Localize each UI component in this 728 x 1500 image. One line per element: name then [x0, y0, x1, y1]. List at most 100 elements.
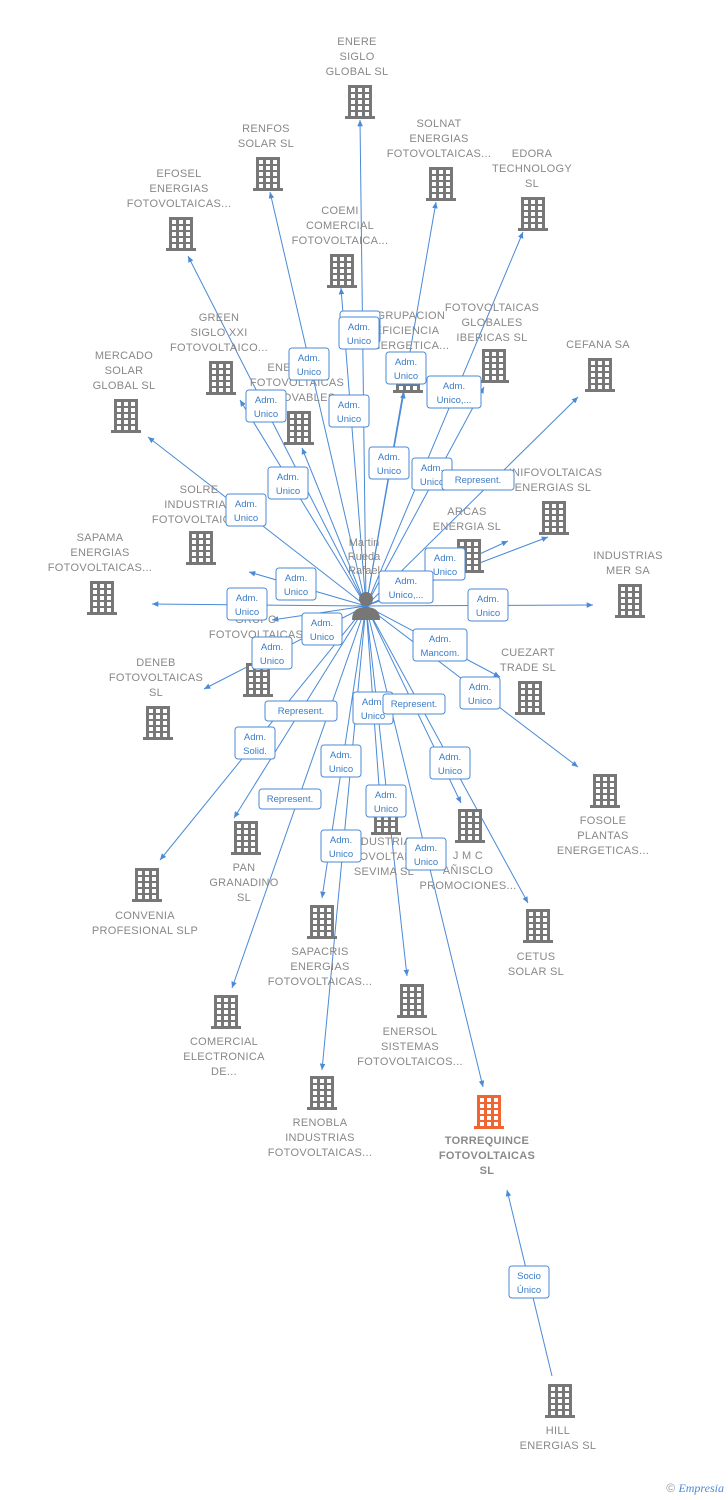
company-name-line: HILL	[546, 1425, 570, 1437]
company-name-line: EFOSEL	[156, 168, 201, 180]
edge-label-grupo_foto[interactable]: Adm.Unico	[301, 612, 343, 646]
company-node-sapama[interactable]: SAPAMAENERGIASFOTOVOLTAICAS...	[48, 532, 152, 615]
building-icon	[307, 905, 337, 939]
company-node-coemi[interactable]: COEMICOMERCIALFOTOVOLTAICA...	[292, 205, 389, 288]
edge-label-text: Unico	[235, 607, 259, 618]
edge-labels-layer: Adm.UnicoAdm.UnicoAdm.UnicoAdm.Unico,...…	[225, 310, 550, 1299]
company-node-efosel[interactable]: EFOSELENERGIASFOTOVOLTAICAS...	[127, 168, 231, 251]
edge-label-edora[interactable]: Adm.Unico,...	[426, 375, 482, 409]
company-name-line: ELECTRONICA	[183, 1051, 265, 1063]
company-name-line: FOTOVOLTAICAS	[152, 514, 246, 526]
edge-label-box	[288, 347, 330, 381]
edge-label-sapacris[interactable]: Adm.Unico	[320, 744, 362, 778]
person-icon	[352, 592, 380, 620]
company-node-renobla[interactable]: RENOBLAINDUSTRIASFOTOVOLTAICAS...	[268, 1076, 372, 1159]
edge-label-box	[338, 316, 380, 350]
edge-label-solre[interactable]: Adm.Unico	[275, 567, 317, 601]
company-name-line: SOLNAT	[417, 118, 462, 130]
edge-label-unifoto[interactable]: Adm.Unico,...	[378, 570, 434, 604]
edge-label-cetus[interactable]: Represent.	[382, 693, 446, 715]
company-name-line: FOTOVOLTAICAS...	[387, 148, 491, 160]
edge-label-cuezart[interactable]: Adm.Mancom.	[412, 628, 468, 662]
edge-label-torrequince[interactable]: Adm.Unico	[405, 837, 447, 871]
edge-label-pan[interactable]: Represent.	[264, 700, 338, 722]
edge-label-efosel[interactable]: Adm.Unico	[245, 389, 287, 423]
company-node-comercial[interactable]: COMERCIALELECTRONICADE...	[183, 995, 265, 1078]
company-name-line: SIGLO XXI	[190, 327, 247, 339]
building-icon	[211, 995, 241, 1029]
company-name-line: SOLAR SL	[238, 138, 294, 150]
edge-label-solnat[interactable]: Adm.Unico	[385, 351, 427, 385]
edge-label-convenia[interactable]: Adm.Solid.	[234, 726, 276, 760]
edge-label-renobla[interactable]: Adm.Unico	[320, 829, 362, 863]
edge-label-text: Unico	[329, 849, 353, 860]
edge-label-coemi[interactable]: Adm.Unico	[338, 316, 380, 350]
person-name-line: Rueda	[348, 551, 381, 563]
edge-label-comercial[interactable]: Represent.	[258, 788, 322, 810]
edge-label-text: Adm.	[434, 553, 456, 564]
edge-label-energias_renov[interactable]: Adm.Unico	[328, 394, 370, 428]
edge-label-text: Unico	[310, 632, 334, 643]
edge-label-green[interactable]: Adm.Unico	[267, 466, 309, 500]
edge-label-text: Unico	[374, 804, 398, 815]
company-node-cefana[interactable]: CEFANA SA	[566, 339, 630, 392]
company-node-fosole[interactable]: FOSOLEPLANTASENERGETICAS...	[557, 774, 649, 857]
edge-label-deneb[interactable]: Adm.Unico	[251, 636, 293, 670]
edge-label-text: Unico	[337, 414, 361, 425]
edge-label-renfos[interactable]: Adm.Unico	[288, 347, 330, 381]
company-name-line: RENFOS	[242, 123, 290, 135]
company-node-jmc[interactable]: J M CAÑISCLOPROMOCIONES...	[419, 809, 516, 892]
edge-label-text: Unico,...	[437, 395, 472, 406]
company-name-line: INDUSTRIAS	[164, 499, 234, 511]
edge-label-text: Adm.	[261, 642, 283, 653]
building-icon	[474, 1095, 504, 1129]
company-node-solnat[interactable]: SOLNATENERGIASFOTOVOLTAICAS...	[387, 118, 491, 201]
person-name-line: Rafael	[348, 565, 380, 577]
edge-label-mercado[interactable]: Adm.Unico	[225, 493, 267, 527]
edge-label-arcas[interactable]: Adm.Unico	[424, 547, 466, 581]
company-name-line: GLOBAL SL	[326, 66, 389, 78]
edge-label-text: Adm.	[395, 576, 417, 587]
edge-label-text: Único	[517, 1285, 541, 1296]
edge-label-text: Represent.	[278, 706, 324, 717]
company-node-enersol[interactable]: ENERSOLSISTEMASFOTOVOLTAICOS...	[357, 984, 463, 1068]
edge-label-box	[382, 693, 446, 715]
edge-label-box	[424, 547, 466, 581]
brand-logo[interactable]: Empresia	[678, 1481, 724, 1495]
edge-label-jmc[interactable]: Adm.Unico	[429, 746, 471, 780]
building-icon	[111, 399, 141, 433]
edge-label-agrupacion[interactable]: Adm.Unico	[368, 446, 410, 480]
edge-label-text: Adm.	[395, 357, 417, 368]
edge-label-text: Adm.	[421, 463, 443, 474]
edge-label-box	[385, 351, 427, 385]
company-node-sapacris[interactable]: SAPACRISENERGIASFOTOVOLTAICAS...	[268, 905, 372, 988]
edge-label-sapama[interactable]: Adm.Unico	[226, 587, 268, 621]
edge-label-fosole[interactable]: Adm.Unico	[459, 676, 501, 710]
company-node-renfos[interactable]: RENFOS SOLAR SL	[238, 123, 294, 191]
company-name-line: AGRUPACION	[369, 310, 445, 322]
edge-label-industrias_mer[interactable]: Adm.Unico	[467, 588, 509, 622]
building-icon	[253, 157, 283, 191]
company-name-line: COMERCIAL	[190, 1036, 258, 1048]
edge-label-cefana[interactable]: Represent.	[441, 469, 515, 491]
company-name-line: INDUSTRIAS	[593, 550, 663, 562]
edge-label-box	[225, 493, 267, 527]
edge-label-enersol[interactable]: Adm.Unico	[365, 784, 407, 818]
